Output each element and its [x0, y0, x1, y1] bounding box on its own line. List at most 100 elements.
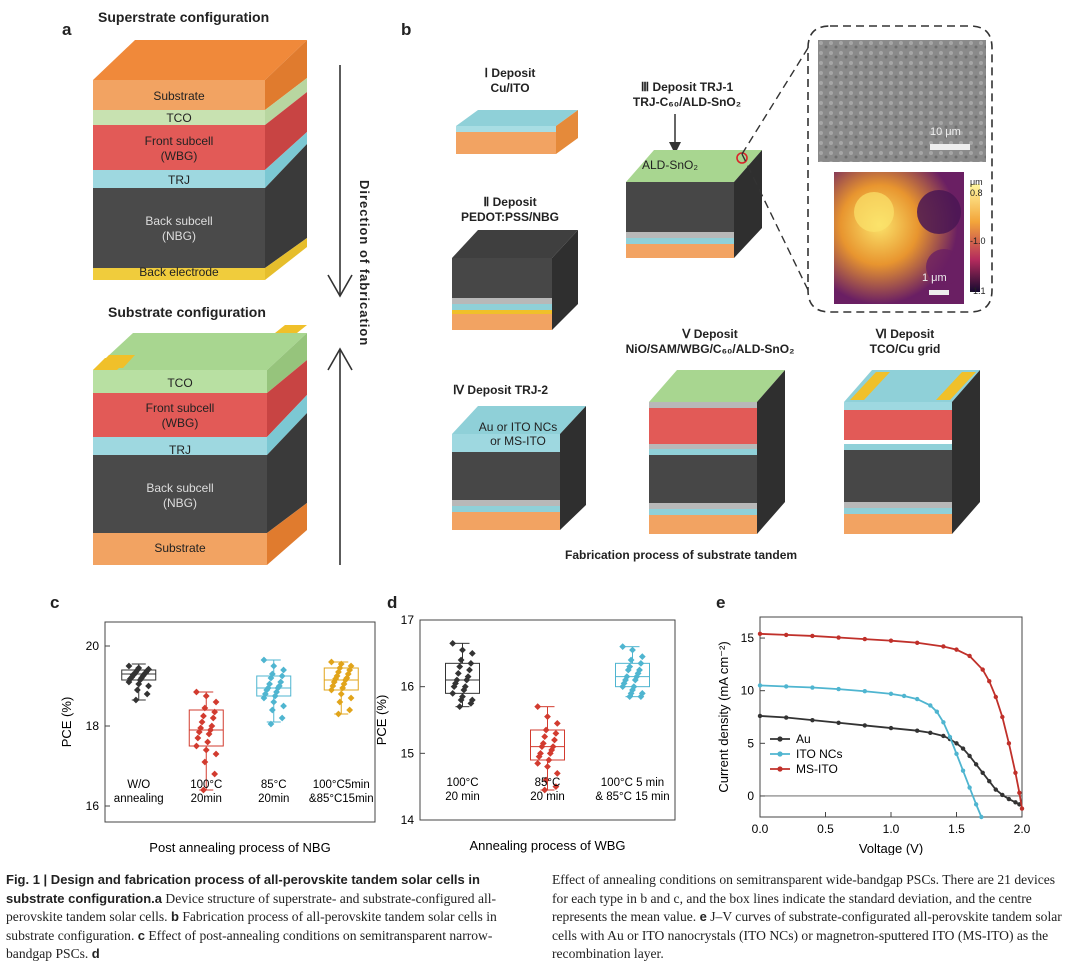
series-point — [987, 779, 992, 784]
super-layer-trj: TRJ — [168, 173, 190, 187]
data-point — [553, 769, 561, 777]
caption-d-text: Effect of annealing conditions on semitr… — [552, 872, 1056, 924]
super-layer-back-electrode: Back electrode — [139, 265, 219, 279]
plot-frame — [759, 616, 1023, 818]
series-point — [941, 644, 946, 649]
x-category-label: 20min — [258, 793, 289, 805]
data-point — [145, 682, 152, 690]
x-category-label: 100°C 5 min — [601, 777, 664, 789]
data-point — [143, 690, 151, 698]
x-category-label: annealing — [114, 793, 164, 805]
y-tick-label: 18 — [86, 719, 100, 733]
data-point — [544, 763, 551, 771]
data-point — [200, 712, 207, 720]
superstrate-title: Superstrate configuration — [98, 9, 270, 25]
data-point — [553, 719, 561, 727]
x-tick-label: 1.5 — [948, 822, 965, 836]
direction-label: Direction of fabrication — [357, 180, 372, 347]
series-line — [759, 684, 983, 818]
y-tick-label: 15 — [401, 746, 415, 760]
x-axis-label: Annealing process of WBG — [469, 838, 625, 853]
step1-block — [456, 110, 578, 154]
data-point — [637, 659, 645, 667]
series-point — [934, 709, 940, 714]
afm-tick-mid: -1.0 — [970, 236, 986, 246]
data-point — [619, 643, 627, 651]
x-axis-label: Post annealing process of NBG — [149, 840, 330, 855]
data-point — [201, 758, 209, 766]
step4-layer-line1: Au or ITO NCs — [478, 420, 558, 434]
data-point — [202, 746, 210, 754]
caption-a-letter: a — [154, 890, 163, 906]
series-point — [967, 785, 972, 790]
x-axis-label: Voltage (V) — [859, 841, 923, 855]
plot-frame — [104, 621, 376, 823]
step2-sub: PEDOT:PSS/NBG — [460, 210, 559, 224]
x-category-label: 85°C — [535, 777, 561, 789]
series-point — [954, 751, 959, 757]
data-point — [449, 689, 457, 697]
panel-a-letter: a — [62, 20, 72, 39]
series-point — [810, 685, 815, 690]
series-point — [862, 723, 867, 728]
data-point — [454, 669, 462, 677]
series-point — [1006, 796, 1012, 802]
sub-layer-substrate: Substrate — [154, 541, 206, 555]
x-category-label: &85°C15min — [309, 793, 374, 805]
data-point — [535, 753, 543, 761]
sub-layer-front-subcell: Front subcell — [145, 401, 215, 415]
data-point — [627, 656, 635, 664]
sub-layer-trj: TRJ — [169, 443, 191, 457]
series-point — [1013, 770, 1018, 775]
data-point — [544, 713, 551, 721]
series-point — [973, 802, 979, 807]
series-point — [784, 632, 789, 638]
super-layer-front-subcell: Front subcell — [144, 134, 214, 148]
data-point — [552, 729, 560, 737]
box — [188, 709, 224, 747]
data-point — [270, 698, 278, 706]
data-point — [542, 726, 550, 734]
step4-block — [452, 406, 586, 530]
series-point — [960, 768, 966, 773]
data-point — [204, 738, 212, 746]
step4-title: Ⅳ Deposit TRJ-2 — [453, 383, 549, 397]
x-category-label: 20 min — [445, 791, 480, 803]
y-tick-label: 0 — [747, 789, 754, 803]
series-point — [810, 717, 815, 723]
step5-block — [649, 370, 785, 534]
data-point — [336, 698, 344, 706]
series-point — [1019, 806, 1025, 811]
data-point — [280, 666, 287, 674]
data-point — [278, 672, 286, 680]
x-tick-label: 2.0 — [1014, 822, 1031, 836]
superstrate-stack — [93, 40, 307, 280]
data-point — [467, 659, 475, 667]
series-point — [993, 787, 998, 792]
series-point — [1017, 790, 1022, 795]
series-point — [862, 689, 867, 694]
caption-c-letter: c — [137, 927, 145, 943]
data-point — [133, 686, 141, 694]
y-tick-label: 20 — [86, 639, 100, 653]
y-tick-label: 17 — [401, 613, 415, 627]
step5-title: Ⅴ Deposit — [682, 327, 738, 341]
x-category-label: 20min — [191, 793, 222, 805]
series-point — [967, 653, 972, 659]
data-point — [534, 759, 542, 767]
data-point — [268, 706, 276, 714]
data-point — [209, 714, 217, 722]
series-point — [888, 691, 894, 697]
series-point — [757, 713, 763, 719]
x-category-label: 100°C5min — [313, 779, 370, 791]
data-point — [212, 750, 220, 758]
data-point — [541, 733, 549, 741]
caption-b-text: Fabrication process of all-perovskite ta… — [6, 909, 497, 943]
data-point — [459, 646, 466, 654]
step5-sub: NiO/SAM/WBG/C₆₀/ALD-SnO₂ — [625, 342, 795, 356]
caption-b-letter: b — [170, 909, 179, 924]
series-line — [759, 632, 1023, 809]
